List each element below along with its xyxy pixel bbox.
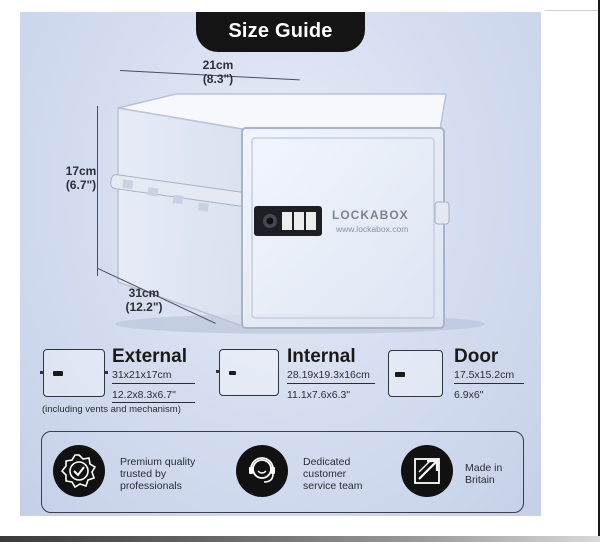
height-label: 17cm (6.7") bbox=[58, 164, 104, 192]
depth-cm: 31cm bbox=[128, 286, 160, 300]
window-edge bbox=[598, 0, 600, 542]
internal-metric: 28.19x19.3x16cm bbox=[287, 369, 370, 381]
door-size-thumbnail bbox=[388, 350, 443, 397]
internal-imperial: 11.1x7.6x6.3" bbox=[287, 389, 351, 401]
feature-quality-line3: professionals bbox=[120, 480, 182, 492]
brand-url: www.lockabox.com bbox=[336, 224, 409, 234]
door-divider bbox=[454, 383, 524, 384]
made-in-britain-icon bbox=[401, 445, 453, 497]
feature-britain-line2: Britain bbox=[465, 474, 495, 486]
internal-title: Internal bbox=[287, 346, 356, 367]
width-label: 21cm (8.3") bbox=[188, 58, 248, 86]
feature-service-line2: customer bbox=[303, 468, 347, 480]
feature-quality-text: Premium quality trusted by professionals bbox=[120, 456, 195, 492]
brand-logo: LOCKABOX bbox=[332, 208, 409, 222]
door-imperial: 6.9x6" bbox=[454, 389, 484, 401]
size-guide-panel: Size Guide bbox=[20, 12, 541, 516]
feature-quality-line1: Premium quality bbox=[120, 456, 196, 468]
bottom-strip bbox=[0, 536, 600, 542]
customer-service-icon bbox=[236, 445, 288, 497]
quality-badge-icon bbox=[53, 445, 105, 497]
combination-lock bbox=[254, 206, 322, 236]
width-in: (8.3") bbox=[202, 72, 234, 86]
external-title: External bbox=[112, 346, 187, 367]
feature-service-line3: service team bbox=[303, 480, 363, 492]
page-title: Size Guide bbox=[228, 19, 333, 42]
external-metric: 31x21x17cm bbox=[112, 369, 172, 381]
external-divider-2 bbox=[112, 402, 195, 403]
features-box: Premium quality trusted by professionals… bbox=[41, 431, 524, 513]
box-front-face bbox=[241, 127, 445, 329]
top-divider bbox=[545, 10, 600, 11]
external-divider bbox=[112, 383, 195, 384]
depth-in: (12.2") bbox=[125, 300, 163, 314]
external-size-thumbnail bbox=[40, 349, 108, 397]
internal-divider bbox=[287, 383, 375, 384]
feature-quality-line2: trusted by bbox=[120, 468, 167, 480]
feature-service-text: Dedicated customer service team bbox=[303, 456, 363, 492]
depth-label: 31cm (12.2") bbox=[116, 286, 172, 314]
height-in: (6.7") bbox=[65, 178, 97, 192]
feature-service-line1: Dedicated bbox=[303, 456, 351, 468]
feature-britain-line1: Made in bbox=[465, 462, 503, 474]
width-cm: 21cm bbox=[202, 58, 234, 72]
door-metric: 17.5x15.2cm bbox=[454, 369, 515, 381]
door-title: Door bbox=[454, 346, 499, 367]
height-cm: 17cm bbox=[65, 164, 97, 178]
feature-britain-text: Made in Britain bbox=[465, 462, 502, 486]
external-note: (including vents and mechanism) bbox=[42, 404, 181, 415]
internal-size-thumbnail bbox=[216, 349, 279, 396]
external-imperial: 12.2x8.3x6.7" bbox=[112, 389, 176, 401]
title-banner: Size Guide bbox=[196, 12, 365, 52]
